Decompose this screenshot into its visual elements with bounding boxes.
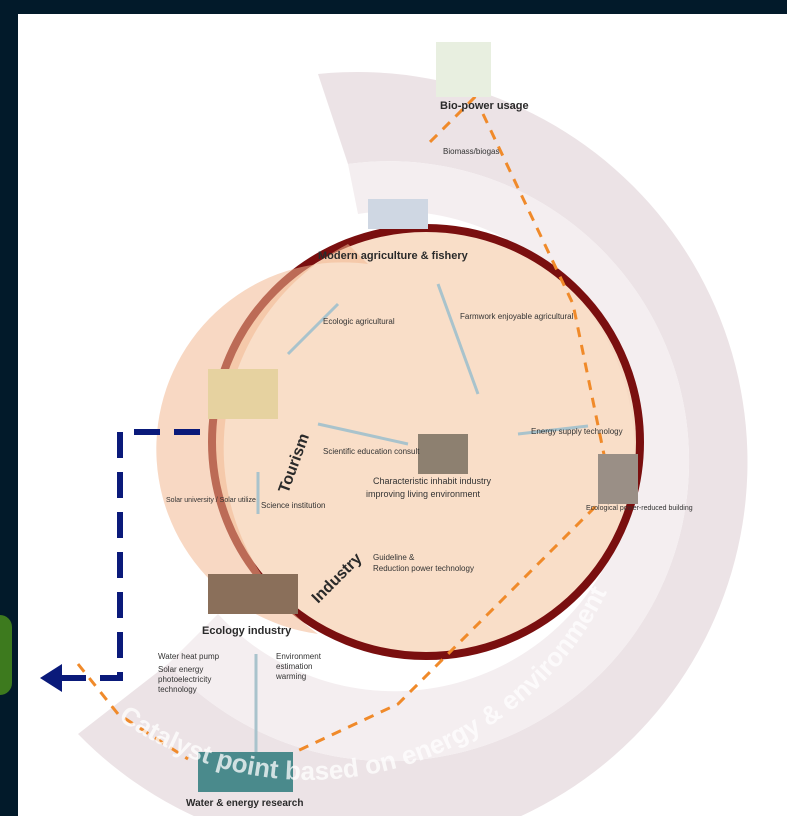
agriculture-photo <box>368 199 428 229</box>
warming-label: warming <box>275 672 306 681</box>
outer-arc-band <box>78 72 748 816</box>
biomass-label: Biomass/biogas <box>443 147 499 156</box>
inner-arc-band <box>168 161 690 762</box>
photoelectricity-label: photoelectricity <box>158 675 211 684</box>
water-heat-pump-label: Water heat pump <box>158 652 220 661</box>
scientific-education-label: Scientific education consult <box>323 447 420 456</box>
water-energy-research-label: Water & energy research <box>186 798 303 809</box>
science-institution-label: Science institution <box>261 501 325 510</box>
green-edge-decoration <box>0 615 12 695</box>
industry-crescent <box>156 244 368 634</box>
solar-university-label: Solar university / Solar utilize <box>166 497 256 504</box>
solar-energy-label: Solar energy <box>158 665 203 674</box>
orange-dashed-links <box>76 82 610 776</box>
ecologic-agricultural-label: Ecologic agricultural <box>323 317 395 326</box>
tourism-photo <box>208 369 278 419</box>
diagram-panel: Catalyst point based on energy & environ… <box>18 14 787 816</box>
diagram-svg: Catalyst point based on energy & environ… <box>40 42 748 816</box>
house-icon <box>418 434 468 474</box>
bio-power-label: Bio-power usage <box>440 100 529 112</box>
improving-living-label: improving living environment <box>366 489 481 499</box>
guideline-label: Guideline & <box>373 553 415 562</box>
building-photo <box>598 454 638 504</box>
blue-arrowhead-icon <box>40 664 62 692</box>
characteristic-inhabit-label: Characteristic inhabit industry <box>373 476 492 486</box>
grey-arrows <box>254 283 589 754</box>
blue-dashed-arrow <box>58 429 200 681</box>
agriculture-label: Modern agriculture & fishery <box>318 250 469 262</box>
reduction-power-label: Reduction power technology <box>373 564 474 573</box>
energy-supply-label: Energy supply technology <box>531 427 623 436</box>
estimation-label: estimation <box>276 662 312 671</box>
farmwork-label: Farmwork enjoyable agricultural <box>460 312 574 321</box>
environment-label: Environment <box>276 652 322 661</box>
ecology-industry-photo <box>208 574 298 614</box>
ecology-industry-label: Ecology industry <box>202 625 292 637</box>
technology-label: technology <box>158 685 197 694</box>
ecological-building-label: Ecological power-reduced building <box>586 505 693 512</box>
water-research-photo <box>198 752 293 792</box>
bio-power-photo <box>436 42 491 97</box>
